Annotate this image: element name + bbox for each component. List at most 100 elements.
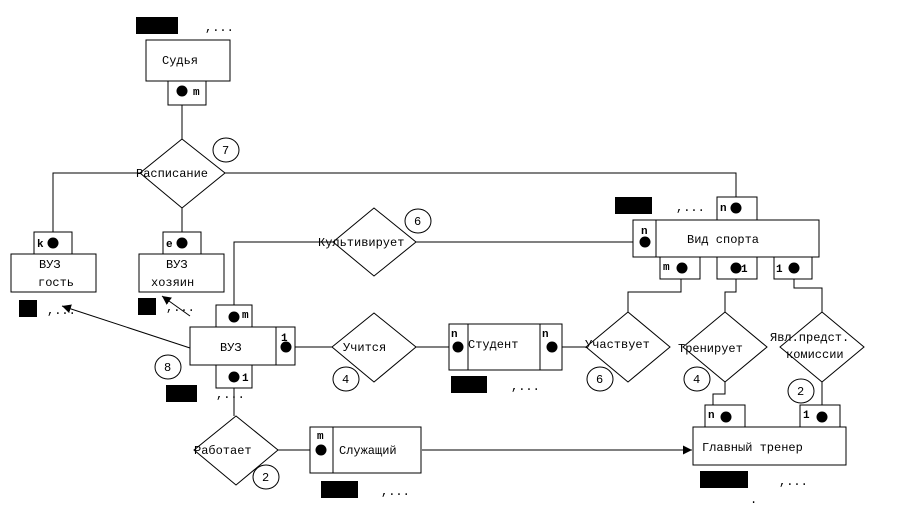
entity-judge: Судья m	[145, 39, 231, 106]
entity-vuz-host-label-2: хозяин	[151, 276, 194, 290]
marker-sport-1a: 1	[741, 264, 748, 276]
svg-text:6: 6	[596, 373, 603, 387]
relationship-participates: Участвует	[585, 311, 671, 383]
ellipsis-text: ,...	[216, 388, 245, 402]
key-dot-icon	[730, 262, 742, 274]
redacted-attributes: ,... ,... ,... ,... ,... ,... ,... ,... …	[19, 17, 808, 507]
number-badge-studies: 4	[332, 366, 360, 392]
number-badge-represents: 2	[787, 378, 815, 404]
svg-text:4: 4	[342, 373, 349, 387]
entity-vuz-guest-label-1: ВУЗ	[39, 258, 61, 272]
relationship-represents-label-2: комиссии	[786, 348, 844, 362]
key-dot-icon	[639, 236, 651, 248]
marker-student-n-right: n	[542, 329, 549, 341]
redaction-block	[700, 471, 748, 488]
key-dot-icon	[228, 371, 240, 383]
entity-student: n Студент n	[448, 323, 563, 371]
trailing-dot: .	[750, 493, 757, 507]
entity-student-label: Студент	[468, 338, 518, 352]
entity-vuz-guest: k ВУЗ гость	[10, 231, 97, 293]
key-dot-icon	[720, 411, 732, 423]
connector-lines	[52, 105, 823, 451]
marker-sport-n-top: n	[720, 203, 727, 215]
relationship-works-label: Работает	[194, 444, 252, 458]
marker-vuz-1-bottom: 1	[242, 373, 249, 385]
key-dot-icon	[676, 262, 688, 274]
redaction-block	[136, 17, 178, 34]
redaction-block	[615, 197, 652, 214]
entity-vuz-label: ВУЗ	[220, 341, 242, 355]
number-badge-participates: 6	[586, 366, 614, 392]
marker-coach-1: 1	[803, 410, 810, 422]
redaction-block	[138, 298, 156, 315]
number-badge-trains: 4	[683, 366, 711, 392]
marker-host-e: e	[166, 239, 173, 251]
relationship-studies: Учится	[331, 312, 417, 383]
svg-text:6: 6	[414, 215, 421, 229]
relationship-represents-label-1: Явл.предст.	[770, 331, 849, 345]
arrows	[61, 295, 692, 455]
relationship-cultivates-label: Культивирует	[318, 236, 404, 250]
svg-text:8: 8	[164, 361, 171, 375]
key-dot-icon	[315, 444, 327, 456]
marker-judge-m: m	[193, 87, 200, 99]
key-dot-icon	[788, 262, 800, 274]
marker-guest-k: k	[37, 239, 44, 251]
entity-head-coach-label: Главный тренер	[702, 441, 803, 455]
relationship-trains-label: Тренирует	[678, 342, 743, 356]
marker-sport-m: m	[663, 262, 670, 274]
ellipsis-text: ,...	[676, 201, 705, 215]
relationship-trains: Тренирует	[678, 311, 768, 383]
entity-judge-label: Судья	[162, 54, 198, 68]
relationship-represents: Явл.предст. комиссии	[770, 311, 865, 383]
key-dot-icon	[280, 341, 292, 353]
svg-text:2: 2	[262, 471, 269, 485]
arrow-vuz-to-guest	[61, 304, 191, 349]
relationship-studies-label: Учится	[343, 341, 386, 355]
entity-vuz-guest-label-2: гость	[38, 276, 74, 290]
number-badge-works: 2	[252, 464, 280, 490]
marker-sport-n-left: n	[641, 226, 648, 238]
marker-sport-1b: 1	[776, 264, 783, 276]
redaction-block	[19, 300, 37, 317]
ellipsis-text: ,...	[47, 304, 76, 318]
entity-head-coach: n 1 Главный тренер	[692, 404, 847, 466]
relationship-participates-label: Участвует	[585, 338, 650, 352]
entity-sport-label: Вид спорта	[687, 233, 759, 247]
key-dot-icon	[452, 341, 464, 353]
number-badge-inherit: 8	[154, 354, 182, 380]
entity-vuz-host-label-1: ВУЗ	[166, 258, 188, 272]
key-dot-icon	[816, 411, 828, 423]
redaction-block	[321, 481, 358, 498]
arrow-vuz-to-host	[161, 295, 191, 317]
entity-vuz: m ВУЗ 1 1	[189, 304, 296, 389]
ellipsis-text: ,...	[166, 301, 195, 315]
entity-vuz-host: e ВУЗ хозяин	[138, 231, 225, 293]
redaction-block	[166, 385, 197, 402]
marker-vuz-m: m	[242, 310, 249, 322]
number-badge-schedule: 7	[212, 137, 240, 163]
marker-employee-m: m	[317, 431, 324, 443]
svg-text:7: 7	[222, 144, 229, 158]
ellipsis-text: ,...	[381, 485, 410, 499]
ellipsis-text: ,...	[511, 380, 540, 394]
marker-student-n-left: n	[451, 329, 458, 341]
svg-text:2: 2	[797, 385, 804, 399]
svg-text:4: 4	[693, 373, 700, 387]
number-badge-cultivates: 6	[404, 208, 432, 234]
redaction-block	[451, 376, 487, 393]
key-dot-icon	[546, 341, 558, 353]
number-circles: 7 6 4 6 4 2 2 8	[154, 137, 815, 490]
ellipsis-text: ,...	[205, 21, 234, 35]
entity-employee-label: Служащий	[339, 444, 397, 458]
entity-employee: m Служащий	[309, 426, 422, 474]
relationship-schedule-label: Расписание	[136, 167, 208, 181]
relationship-schedule: Расписание	[136, 138, 226, 209]
key-dot-icon	[228, 311, 240, 323]
relationship-cultivates: Культивирует	[318, 207, 417, 277]
key-dot-icon	[176, 237, 188, 249]
ellipsis-text: ,...	[779, 475, 808, 489]
key-dot-icon	[176, 85, 188, 97]
key-dot-icon	[730, 202, 742, 214]
